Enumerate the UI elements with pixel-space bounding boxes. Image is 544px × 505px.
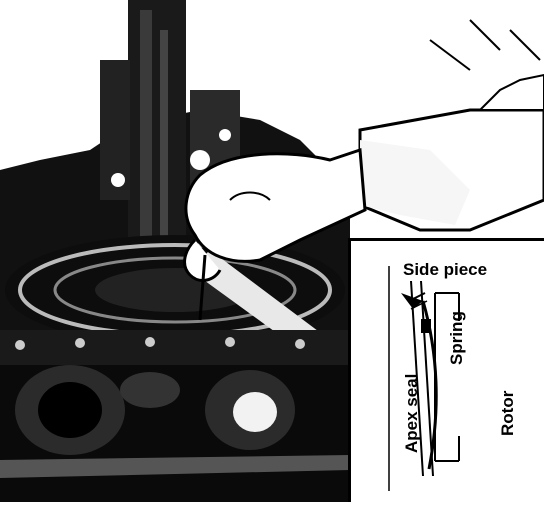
apex-seal-diagram-inset: Side piece Spring Apex seal Rotor [348,238,544,502]
apex-seal-label: Apex seal [402,373,421,453]
rotor-label: Rotor [498,390,517,436]
side-piece-label: Side piece [403,260,488,279]
apex-seal-cross-section-icon [388,266,460,491]
spring-label: Spring [447,311,466,365]
